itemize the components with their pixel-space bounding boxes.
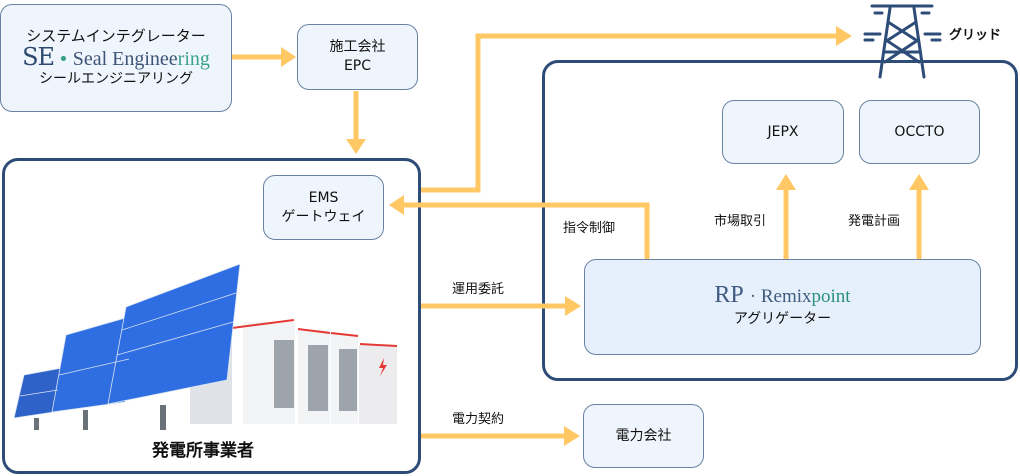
epc-box[interactable]: 施工会社 EPC [297,24,418,90]
label-power-contract: 電力契約 [452,412,505,427]
seal-engineering-logo: SE • Seal Engineering [22,43,210,71]
remixpoint-logo: RP · Remixpoint [714,281,851,308]
jepx-label: JEPX [767,123,799,140]
seal-engineering-logo-text: Seal Enginee [72,48,178,70]
logo-dot-icon: • [58,49,69,70]
label-operation-consignment: 運用委託 [452,282,505,297]
solar-and-battery-illustration [13,263,398,430]
arrowhead-grid [836,26,852,46]
arrow-command-control [402,202,650,260]
arrowhead-producer [346,139,366,154]
remixpoint-logo-text: Remix [760,285,812,307]
remixpoint-logo-tail: point [811,285,851,307]
grid-label: グリッド [949,28,1002,43]
seal-engineering-logo-mark: SE [22,43,55,71]
arrowhead-epc [281,47,296,67]
arrowhead-aggregator [565,296,581,316]
arrowhead-occto [909,174,929,190]
ems-gateway-box[interactable]: EMS ゲートウェイ [263,175,384,240]
epc-subtitle: EPC [343,58,372,74]
arrow-ems-to-grid [421,33,838,193]
aggregator-box[interactable]: RP · Remixpoint アグリゲーター [584,259,981,355]
occto-box[interactable]: OCCTO [859,100,980,164]
solar-pole [34,418,39,430]
label-market-trading: 市場取引 [714,214,767,229]
power-producer-container [2,158,421,474]
solar-panels [13,263,241,419]
arrowhead-ems [389,195,404,215]
ems-subtitle: ゲートウェイ [281,208,366,225]
power-company-label: 電力会社 [615,427,672,444]
occto-label: OCCTO [894,123,945,140]
ems-title: EMS [308,189,339,206]
label-generation-plan: 発電計画 [848,214,901,229]
lightning-icon [379,358,387,376]
epc-title: 施工会社 [329,39,386,55]
system-integrator-title: システムインテグレーター [26,27,206,45]
jepx-box[interactable]: JEPX [722,100,844,164]
label-command-control: 指令制御 [563,221,616,236]
seal-engineering-logo-tail: ring [177,48,210,70]
arrowhead-power-company [564,426,580,446]
solar-pole [160,405,166,430]
system-integrator-box[interactable]: システムインテグレーター SE • Seal Engineering シールエン… [0,4,232,112]
solar-pole [83,410,88,430]
aggregator-domain-container [542,60,1018,381]
power-company-box[interactable]: 電力会社 [583,404,704,468]
power-producer-label: 発電所事業者 [152,441,254,461]
system-integrator-name: シールエンジニアリング [39,71,193,87]
power-tower-icon [863,4,942,79]
remixpoint-logo-mark: RP [714,281,744,308]
arrowhead-jepx [776,174,796,190]
aggregator-role: アグリゲーター [733,310,832,327]
